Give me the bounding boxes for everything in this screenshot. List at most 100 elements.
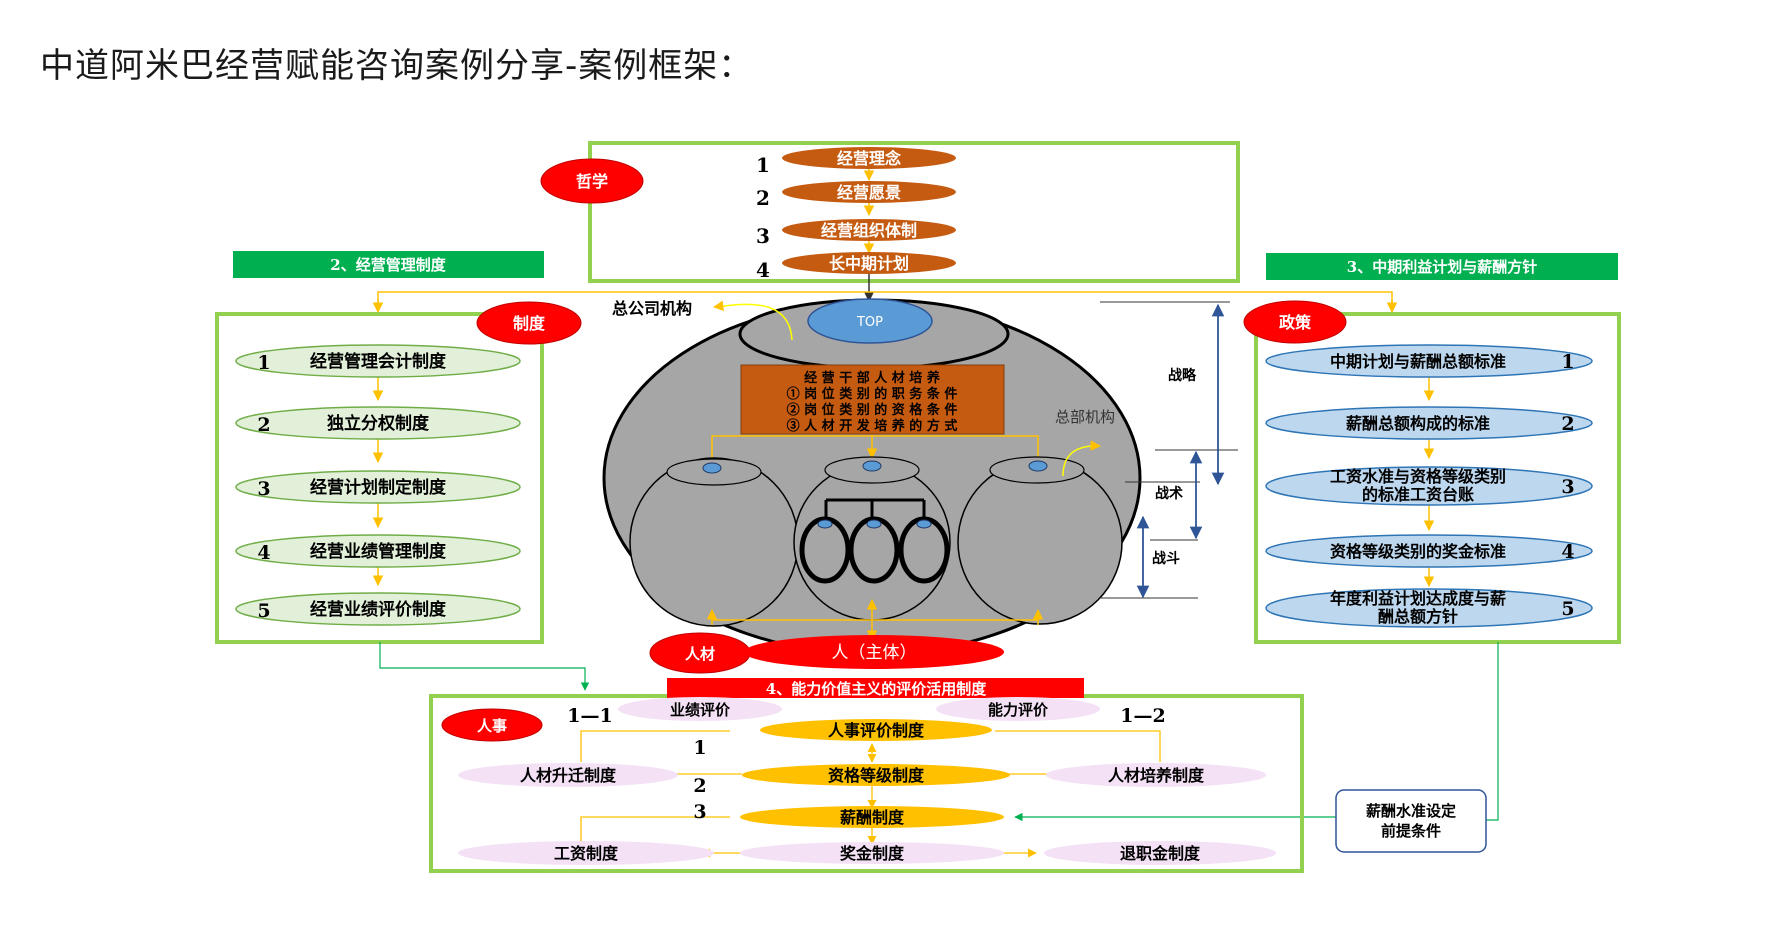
policy-banner bbox=[1266, 253, 1618, 280]
cadre-training-line: ① 岗 位 类 别 的 职 务 条 件 bbox=[787, 386, 958, 402]
system-item: 2 独立分权制度 bbox=[235, 406, 521, 440]
system-badge-label: 制度 bbox=[513, 314, 546, 333]
philosophy-badge-label: 哲学 bbox=[576, 172, 608, 191]
system-section: 2、经营管理制度 制度 1 经营管理会计制度 2 独立分权制度 3 经营计划制定… bbox=[215, 251, 582, 644]
hr-center-label: 薪酬制度 bbox=[840, 808, 905, 827]
division-node bbox=[1028, 460, 1048, 472]
retirement-system bbox=[1044, 841, 1276, 865]
hr-code-left: 1—1 bbox=[567, 705, 612, 727]
system-item-shape bbox=[235, 534, 521, 568]
wage-system bbox=[458, 841, 714, 865]
sub-unit-node bbox=[916, 519, 932, 529]
subject-node bbox=[744, 635, 1004, 669]
system-item-label: 经营管理会计制度 bbox=[310, 351, 447, 372]
philosophy-item-num: 4 bbox=[756, 258, 770, 282]
policy-item-shape bbox=[1265, 406, 1593, 440]
policy-item-label: 工资水准与资格等级类别 bbox=[1330, 467, 1506, 486]
hr-center-shape bbox=[740, 806, 1004, 828]
perf-eval bbox=[618, 697, 782, 721]
policy-item: 资格等级类别的奖金标准 4 bbox=[1265, 534, 1593, 568]
promotion-system bbox=[458, 763, 678, 787]
philosophy-item-shape bbox=[782, 252, 956, 274]
system-badge bbox=[476, 301, 582, 345]
philosophy-section: 哲学 1 经营理念 2 经营愿景 3 经营组织体制 4 长中期计划 bbox=[540, 141, 1240, 283]
hr-center-item: 3 薪酬制度 bbox=[693, 801, 1004, 828]
philosophy-item-num: 2 bbox=[756, 186, 770, 210]
level-label: 战斗 bbox=[1152, 550, 1180, 567]
hr-center-item: 1 资格等级制度 bbox=[693, 737, 1010, 786]
hr-code-right: 1—2 bbox=[1120, 705, 1165, 727]
policy-badge-label: 政策 bbox=[1279, 313, 1312, 332]
talent-badge-label: 人材 bbox=[685, 645, 715, 663]
hr-banner-label: 4、能力价值主义的评价活用制度 bbox=[766, 680, 987, 698]
policy-banner-label: 3、中期利益计划与薪酬方针 bbox=[1347, 258, 1537, 276]
ability-eval bbox=[936, 697, 1100, 721]
head-office-label: 总公司机构 bbox=[612, 299, 692, 318]
policy-item-shape bbox=[1265, 588, 1593, 628]
system-item: 4 经营业绩管理制度 bbox=[235, 534, 521, 568]
policy-item-num: 1 bbox=[1561, 351, 1574, 373]
subject-row: 人材 人（主体） bbox=[649, 632, 1004, 674]
system-item-shape bbox=[235, 344, 521, 378]
policy-item-label: 薪酬总额构成的标准 bbox=[1346, 414, 1490, 433]
philosophy-item: 1 经营理念 bbox=[756, 147, 956, 177]
policy-frame bbox=[1254, 312, 1621, 644]
cadre-training-line: ③ 人 材 开 发 培 养 的 方 式 bbox=[787, 418, 958, 434]
perf-eval-label: 业绩评价 bbox=[670, 701, 731, 719]
salary-note-line: 薪酬水准设定 bbox=[1366, 802, 1456, 820]
philosophy-frame bbox=[588, 141, 1240, 283]
division-node bbox=[702, 462, 722, 474]
training-system bbox=[1046, 763, 1266, 787]
hr-center-num: 1 bbox=[693, 737, 706, 759]
subject-node-label: 人（主体） bbox=[832, 643, 917, 663]
policy-item-num: 3 bbox=[1561, 476, 1574, 498]
policy-item-label: 年度利益计划达成度与薪 bbox=[1330, 589, 1506, 608]
system-item-num: 4 bbox=[257, 542, 270, 564]
sub-unit-node bbox=[866, 519, 882, 529]
philosophy-badge bbox=[540, 158, 644, 204]
philosophy-item-shape bbox=[782, 147, 956, 169]
hr-center-label: 人事评价制度 bbox=[828, 721, 925, 740]
philosophy-item: 4 长中期计划 bbox=[756, 252, 956, 282]
salary-note: 薪酬水准设定 前提条件 bbox=[1335, 789, 1487, 853]
cadre-training-line: 经 营 干 部 人 材 培 养 bbox=[804, 370, 941, 386]
hr-center-label: 资格等级制度 bbox=[828, 766, 925, 785]
policy-item-label: 资格等级类别的奖金标准 bbox=[1330, 542, 1506, 561]
hr-center-num: 2 bbox=[693, 775, 706, 797]
system-item-shape bbox=[235, 470, 521, 504]
salary-note-line: 前提条件 bbox=[1381, 822, 1441, 840]
system-banner bbox=[233, 251, 544, 278]
policy-item-shape bbox=[1265, 344, 1593, 378]
hr-center-shape bbox=[740, 842, 1004, 864]
policy-item-shape bbox=[1265, 534, 1593, 568]
ability-eval-label: 能力评价 bbox=[988, 701, 1049, 719]
top-node-label: TOP bbox=[856, 315, 883, 330]
philosophy-item-shape bbox=[782, 219, 956, 241]
policy-item: 年度利益计划达成度与薪 酬总额方针 5 bbox=[1265, 588, 1593, 628]
cadre-training-line: ② 岗 位 类 别 的 资 格 条 件 bbox=[787, 402, 958, 418]
system-item-shape bbox=[235, 406, 521, 440]
system-item: 5 经营业绩评价制度 bbox=[235, 592, 521, 626]
org-section: TOP 总公司机构 经 营 干 部 人 材 培 养 ① 岗 位 类 别 的 职 … bbox=[602, 298, 1142, 656]
level-scale: 战略 战术 战斗 bbox=[1100, 301, 1238, 599]
philosophy-item-label: 经营组织体制 bbox=[821, 221, 917, 240]
division-node bbox=[862, 460, 882, 472]
salary-note-box bbox=[1335, 789, 1487, 853]
policy-item-num: 4 bbox=[1561, 541, 1574, 563]
philosophy-item: 2 经营愿景 bbox=[756, 181, 956, 210]
page-title: 中道阿米巴经营赋能咨询案例分享-案例框架： bbox=[40, 46, 754, 86]
philosophy-item-num: 3 bbox=[756, 224, 770, 248]
system-item-shape bbox=[235, 592, 521, 626]
hr-banner bbox=[667, 678, 1084, 698]
philosophy-item-label: 长中期计划 bbox=[829, 254, 909, 273]
system-item-num: 5 bbox=[257, 600, 270, 622]
policy-item-num: 2 bbox=[1561, 413, 1574, 435]
policy-item: 中期计划与薪酬总额标准 1 bbox=[1265, 344, 1593, 378]
philosophy-item-label: 经营愿景 bbox=[837, 183, 901, 202]
policy-item-label: 的标准工资台账 bbox=[1362, 485, 1474, 504]
system-item: 1 经营管理会计制度 bbox=[235, 344, 521, 378]
policy-item-label: 中期计划与薪酬总额标准 bbox=[1330, 352, 1506, 371]
system-item-num: 3 bbox=[257, 478, 270, 500]
hq-label: 总部机构 bbox=[1055, 408, 1115, 426]
